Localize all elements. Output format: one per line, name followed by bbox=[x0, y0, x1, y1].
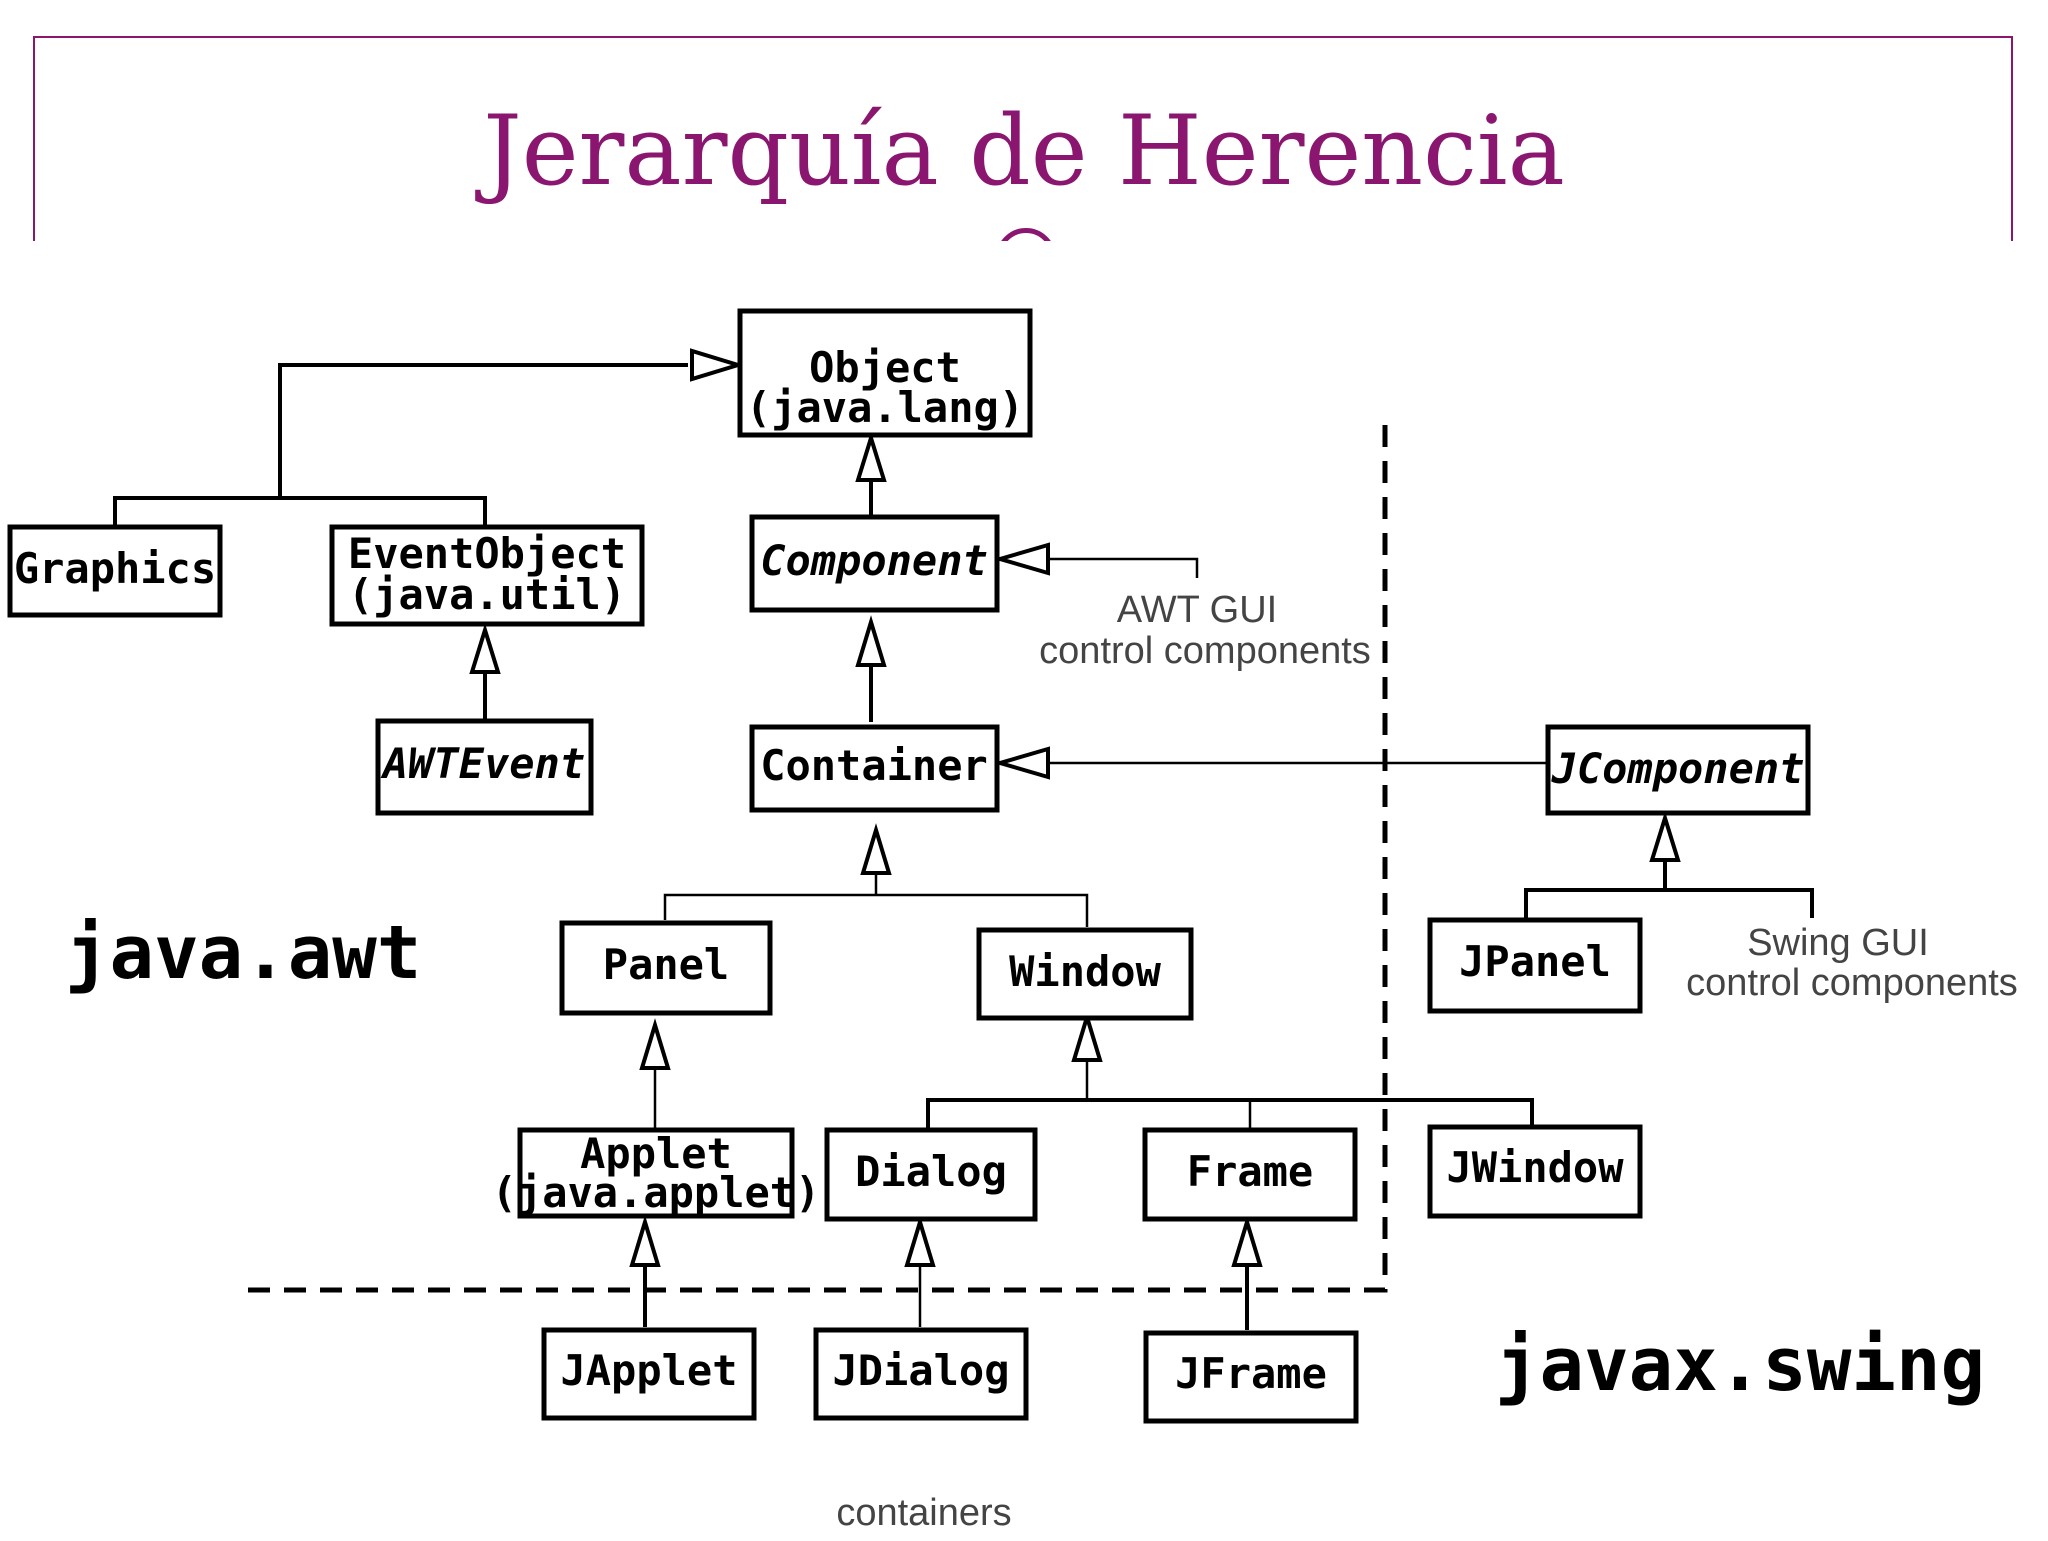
japplet-class-name: JApplet bbox=[560, 1346, 737, 1395]
applet-class-box bbox=[517, 1127, 795, 1219]
eventobject-package-name: (java.util) bbox=[348, 570, 626, 619]
object-package-name: (java.lang) bbox=[746, 383, 1024, 432]
package-label-swing: javax.swing bbox=[1495, 1322, 1985, 1408]
eventobject-class-box bbox=[329, 524, 645, 627]
package-boundary bbox=[240, 425, 1388, 1293]
panel-class-box bbox=[559, 920, 773, 1016]
component-class-name: Component bbox=[760, 536, 988, 585]
component-class-box bbox=[749, 514, 1000, 613]
graphics-class-name: Graphics bbox=[14, 544, 216, 593]
containers-note: containers bbox=[836, 1492, 1011, 1534]
jpanel-class-box bbox=[1427, 917, 1643, 1014]
swing-gui-note-line2: control components bbox=[1686, 962, 2018, 1004]
awt-gui-note-line1: AWT GUI bbox=[1117, 589, 1277, 631]
container-class-box bbox=[749, 724, 1000, 813]
slide-title: Jerarquía de Herencia bbox=[483, 95, 1565, 207]
frame-class-box bbox=[1142, 1127, 1358, 1222]
window-class-name: Window bbox=[1009, 947, 1161, 996]
awt-gui-note-line2: control components bbox=[1039, 630, 1371, 672]
dialog-class-box bbox=[824, 1127, 1038, 1222]
jpanel-class-name: JPanel bbox=[1459, 937, 1611, 986]
dialog-class-name: Dialog bbox=[855, 1147, 1007, 1196]
japplet-class-box bbox=[541, 1327, 757, 1421]
eventobject-class-name: EventObject bbox=[348, 529, 626, 578]
object-class-name: Object bbox=[809, 343, 961, 392]
jframe-class-box bbox=[1143, 1330, 1359, 1424]
awtevent-class-name: AWTEvent bbox=[380, 739, 585, 788]
swing-gui-note-line1: Swing GUI bbox=[1747, 922, 1929, 964]
awtevent-class-box bbox=[375, 718, 594, 816]
jdialog-class-name: JDialog bbox=[832, 1346, 1009, 1395]
graphics-class-box bbox=[7, 524, 223, 618]
panel-class-name: Panel bbox=[603, 940, 729, 989]
frame-class-name: Frame bbox=[1187, 1147, 1313, 1196]
jframe-class-name: JFrame bbox=[1175, 1349, 1327, 1398]
container-class-name: Container bbox=[760, 741, 988, 790]
applet-package-name: (java.applet) bbox=[492, 1168, 821, 1217]
jwindow-class-name: JWindow bbox=[1446, 1143, 1624, 1192]
jcomponent-class-box bbox=[1545, 724, 1811, 816]
applet-class-name: Applet bbox=[580, 1129, 732, 1178]
object-class-box bbox=[737, 308, 1033, 438]
package-label-awt: java.awt bbox=[65, 910, 421, 996]
jwindow-class-box bbox=[1427, 1124, 1643, 1219]
inheritance-connectors bbox=[113, 348, 1814, 1330]
window-class-box bbox=[976, 927, 1194, 1021]
jdialog-class-box bbox=[813, 1327, 1029, 1421]
jcomponent-class-name: JComponent bbox=[1551, 744, 1805, 793]
slide-title-frame bbox=[33, 36, 2013, 241]
